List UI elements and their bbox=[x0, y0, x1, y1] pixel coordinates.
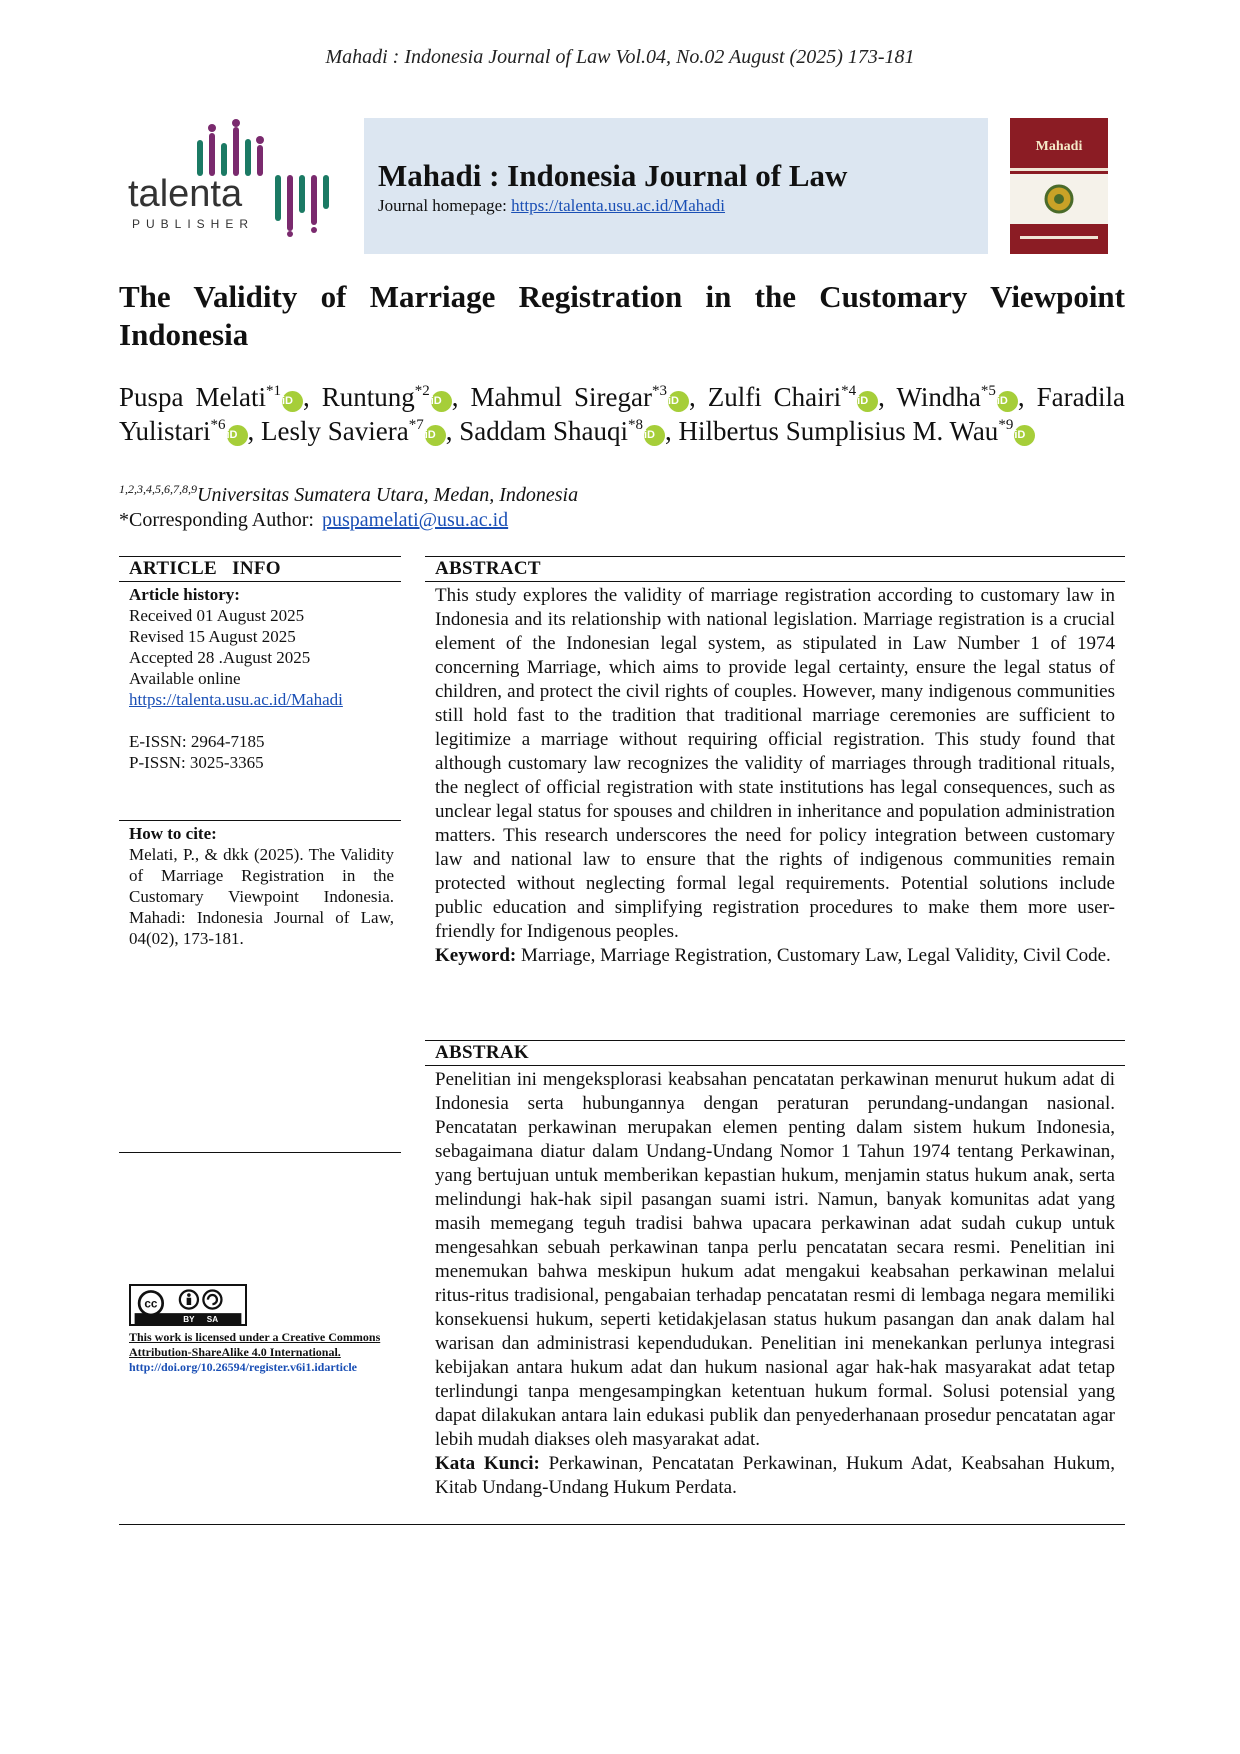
author-name: Mahmul Siregar bbox=[470, 382, 652, 412]
homepage-label: Journal homepage: bbox=[378, 196, 512, 215]
cc-by-sa-badge: cc BY SA bbox=[129, 1284, 247, 1326]
journal-cover-thumbnail: Mahadi bbox=[1010, 118, 1108, 254]
orcid-icon[interactable]: iD bbox=[857, 391, 879, 412]
article-history: Article history: Received 01 August 2025… bbox=[129, 584, 394, 773]
abstract-text: This study explores the validity of marr… bbox=[435, 585, 1115, 942]
cover-title: Mahadi bbox=[1036, 139, 1083, 154]
citation-text: Melati, P., & dkk (2025). The Validity o… bbox=[129, 845, 394, 948]
affiliation-text: Universitas Sumatera Utara, Medan, Indon… bbox=[197, 484, 579, 506]
author-name: Lesly Saviera bbox=[261, 416, 409, 446]
received-date: Received 01 August 2025 bbox=[129, 606, 305, 625]
homepage-link[interactable]: https://talenta.usu.ac.id/Mahadi bbox=[511, 196, 726, 215]
article-info-bottom-rule bbox=[119, 1152, 401, 1153]
bottom-rule bbox=[119, 1524, 1125, 1525]
corresponding-author: *Corresponding Author: puspamelati@usu.ac… bbox=[119, 509, 508, 532]
abstract-top-rule bbox=[425, 556, 1125, 557]
license-block: This work is licensed under a Creative C… bbox=[129, 1330, 399, 1375]
running-head: Mahadi : Indonesia Journal of Law Vol.04… bbox=[325, 46, 915, 68]
cc-icon: cc bbox=[144, 1298, 158, 1311]
author-list: Puspa Melati*1iD, Runtung*2iD, Mahmul Si… bbox=[119, 382, 1126, 446]
corresponding-email-link[interactable]: puspamelati@usu.ac.id bbox=[322, 509, 509, 531]
abstrak-top-rule bbox=[425, 1040, 1125, 1041]
affiliation: 1,2,3,4,5,6,7,8,9Universitas Sumatera Ut… bbox=[119, 482, 579, 507]
abstrak-heading: ABSTRAK bbox=[435, 1042, 529, 1063]
abstract-heading-rule bbox=[425, 581, 1125, 582]
doi-link[interactable]: http://doi.org/10.26594/register.v6i1.id… bbox=[129, 1360, 357, 1374]
kata-kunci-label: Kata Kunci: bbox=[435, 1453, 540, 1474]
author-superscript: *5 bbox=[980, 383, 996, 399]
logo-subtitle: PUBLISHER bbox=[132, 217, 254, 231]
author-superscript: *3 bbox=[651, 383, 667, 399]
logo-wordmark: talenta bbox=[128, 173, 243, 215]
how-to-cite: How to cite: Melati, P., & dkk (2025). T… bbox=[129, 823, 394, 949]
author-name: Zulfi Chairi bbox=[707, 382, 842, 412]
orcid-icon[interactable]: iD bbox=[281, 391, 303, 412]
author-name: Hilbertus Sumplisius M. Wau bbox=[678, 416, 999, 446]
abstract-body: This study explores the validity of marr… bbox=[435, 584, 1115, 968]
article-history-label: Article history: bbox=[129, 585, 240, 604]
abstrak-text: Penelitian ini mengeksplorasi keabsahan … bbox=[435, 1069, 1115, 1450]
revised-date: Revised 15 August 2025 bbox=[129, 627, 296, 646]
sa-label: SA bbox=[207, 1315, 218, 1324]
abstract-heading: ABSTRACT bbox=[435, 558, 541, 579]
abstrak-heading-rule bbox=[425, 1065, 1125, 1066]
article-info-top-rule bbox=[119, 556, 401, 557]
author-superscript: *9 bbox=[998, 417, 1014, 433]
orcid-icon[interactable]: iD bbox=[226, 425, 248, 446]
article-title: The Validity of Marriage Registration in… bbox=[119, 279, 1125, 352]
eissn: E-ISSN: 2964-7185 bbox=[129, 732, 265, 751]
author-name: Runtung bbox=[321, 382, 415, 412]
abstrak-body: Penelitian ini mengeksplorasi keabsahan … bbox=[435, 1068, 1115, 1500]
article-info-heading: ARTICLE INFO bbox=[129, 558, 281, 579]
accepted-date: Accepted 28 .August 2025 bbox=[129, 648, 311, 667]
author-superscript: *2 bbox=[414, 383, 430, 399]
how-to-cite-label: How to cite: bbox=[129, 824, 217, 843]
kata-kunci: Perkawinan, Pencatatan Perkawinan, Hukum… bbox=[435, 1453, 1115, 1498]
available-online: Available online bbox=[129, 669, 241, 688]
license-text[interactable]: This work is licensed under a Creative C… bbox=[129, 1330, 381, 1359]
author-superscript: *8 bbox=[627, 417, 643, 433]
orcid-icon[interactable]: iD bbox=[667, 391, 689, 412]
corresponding-label: *Corresponding Author: bbox=[119, 509, 314, 531]
author-superscript: *6 bbox=[210, 417, 226, 433]
how-to-cite-rule bbox=[119, 820, 401, 821]
orcid-icon[interactable]: iD bbox=[1014, 425, 1036, 446]
orcid-icon[interactable]: iD bbox=[430, 391, 452, 412]
orcid-icon[interactable]: iD bbox=[996, 391, 1018, 412]
author-superscript: *4 bbox=[841, 383, 857, 399]
author-superscript: *1 bbox=[265, 383, 281, 399]
by-label: BY bbox=[183, 1315, 195, 1324]
journal-title: Mahadi : Indonesia Journal of Law bbox=[378, 158, 848, 193]
journal-homepage: Journal homepage: https://talenta.usu.ac… bbox=[378, 196, 725, 216]
author-name: Windha bbox=[896, 382, 981, 412]
author-superscript: *7 bbox=[408, 417, 424, 433]
pissn: P-ISSN: 3025-3365 bbox=[129, 753, 264, 772]
keywords: Marriage, Marriage Registration, Customa… bbox=[516, 945, 1111, 966]
affiliation-superscript: 1,2,3,4,5,6,7,8,9 bbox=[119, 482, 197, 496]
orcid-icon[interactable]: iD bbox=[643, 425, 665, 446]
journal-banner: Mahadi : Indonesia Journal of Law Journa… bbox=[364, 118, 988, 254]
author-name: Saddam Shauqi bbox=[459, 416, 628, 446]
article-url-link[interactable]: https://talenta.usu.ac.id/Mahadi bbox=[129, 690, 343, 709]
talenta-publisher-logo: talenta PUBLISHER bbox=[128, 119, 329, 237]
author-name: Faradila Yulistari bbox=[119, 382, 1126, 446]
keyword-label: Keyword: bbox=[435, 945, 517, 966]
article-info-heading-rule bbox=[119, 581, 401, 582]
author-name: Puspa Melati bbox=[119, 382, 266, 412]
orcid-icon[interactable]: iD bbox=[424, 425, 446, 446]
